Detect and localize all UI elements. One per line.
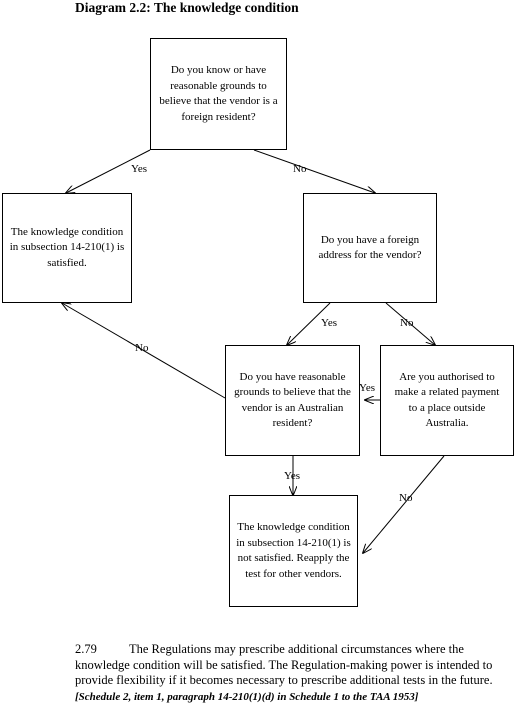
edge-label-no: No bbox=[135, 342, 149, 354]
node-text: The knowledge condition in subsection 14… bbox=[9, 225, 125, 269]
edge-label-no: No bbox=[293, 163, 307, 175]
arrow-to-australian-resident bbox=[287, 302, 331, 345]
flow-arrows bbox=[0, 149, 445, 640]
node-australian-resident-question: Do you have reasonable grounds to believ… bbox=[225, 345, 360, 456]
edge-label-yes: Yes bbox=[359, 382, 376, 394]
arrow-back-to-satisfied bbox=[62, 303, 226, 399]
legislation-reference: [Schedule 2, item 1, paragraph 14-210(1)… bbox=[75, 690, 419, 703]
edge-label-yes: Yes bbox=[284, 470, 301, 482]
arrow-payment-to-not-satisfied bbox=[363, 455, 445, 553]
paragraph-text: The Regulations may prescribe additional… bbox=[75, 642, 493, 687]
edge-label-no: No bbox=[399, 492, 413, 504]
edge-label-yes: Yes bbox=[131, 163, 148, 175]
edge-label-yes: Yes bbox=[321, 317, 338, 329]
node-text: Do you have reasonable grounds to believ… bbox=[234, 370, 351, 430]
node-foreign-resident-question: Do you know or have reasonable grounds t… bbox=[150, 38, 287, 150]
arrow-to-related-payment bbox=[385, 302, 435, 345]
node-text: The knowledge condition in subsection 14… bbox=[236, 521, 351, 580]
node-text: Do you have a foreign address for the ve… bbox=[318, 233, 422, 262]
arrow-to-satisfied bbox=[66, 149, 151, 193]
arrow-to-foreign-address bbox=[253, 149, 375, 193]
node-text: Do you know or have reasonable grounds t… bbox=[159, 64, 278, 123]
node-foreign-address-question: Do you have a foreign address for the ve… bbox=[303, 193, 437, 303]
node-text: Are you authorised to make a related pay… bbox=[394, 370, 500, 430]
node-related-payment-question: Are you authorised to make a related pay… bbox=[380, 345, 514, 456]
paragraph-number: 2.79 bbox=[75, 642, 97, 656]
node-condition-satisfied: The knowledge condition in subsection 14… bbox=[2, 193, 132, 303]
edge-label-no: No bbox=[400, 317, 414, 329]
diagram-title: Diagram 2.2: The knowledge condition bbox=[75, 0, 299, 15]
node-condition-not-satisfied: The knowledge condition in subsection 14… bbox=[229, 495, 358, 607]
